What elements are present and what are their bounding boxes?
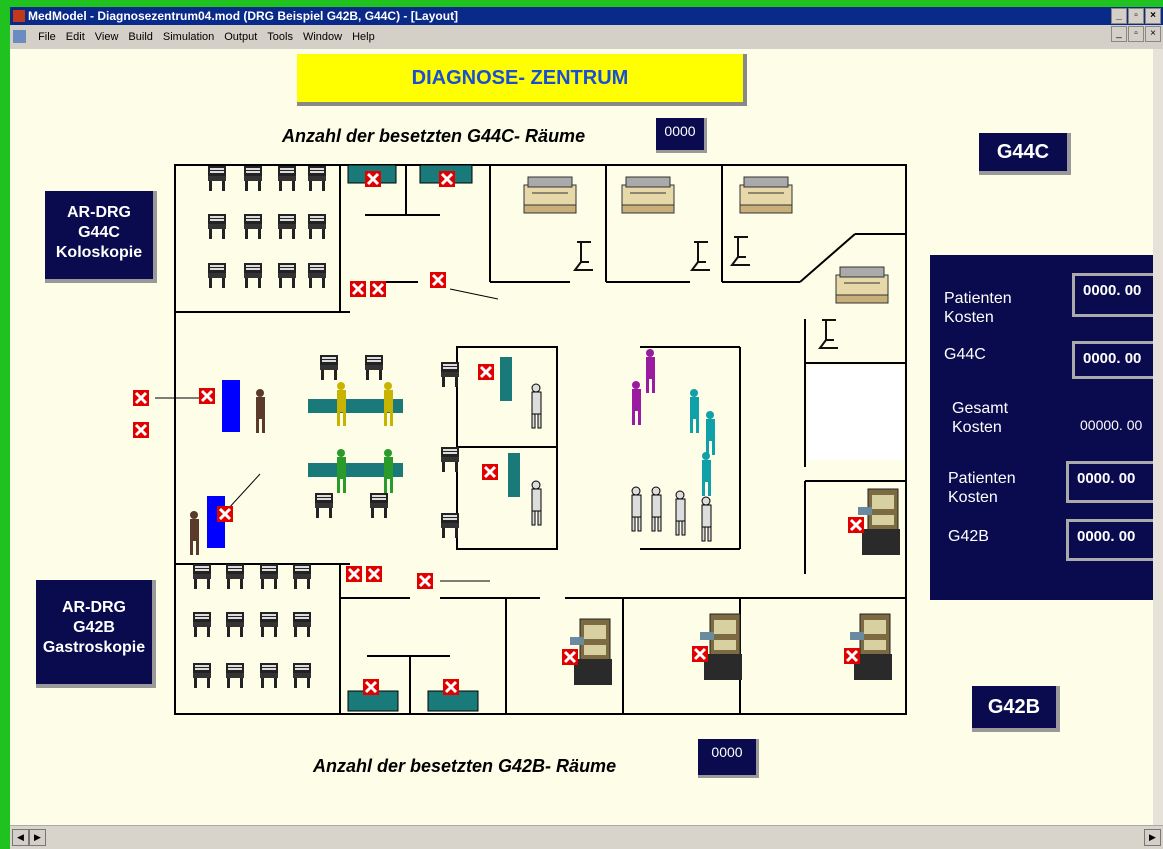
window-controls: _▫× (1110, 8, 1161, 26)
ardrg-g42b-line1: AR-DRG (62, 599, 126, 616)
patienten-kosten-label-1: Patienten Kosten (944, 290, 1012, 326)
menu-simulation[interactable]: Simulation (162, 31, 215, 43)
g42b-cost-label: G42B (948, 528, 989, 545)
doc-close-button[interactable]: × (1145, 26, 1161, 42)
diagnose-zentrum-header: DIAGNOSE- ZENTRUM (297, 54, 747, 106)
doc-minimize-button[interactable]: _ (1111, 26, 1127, 42)
menu-help[interactable]: Help (352, 31, 375, 43)
patienten-kosten-label-2: Patienten Kosten (948, 470, 1016, 506)
g42b-cost-value: 0000. 00 (1066, 519, 1153, 561)
menu-build[interactable]: Build (128, 31, 153, 43)
restore-button[interactable]: ▫ (1128, 8, 1144, 24)
window-titlebar: MedModel - Diagnosezentrum04.mod (DRG Be… (10, 7, 1163, 25)
ardrg-g44c-box: AR-DRG G44C Koloskopie (45, 191, 157, 283)
menu-edit[interactable]: Edit (65, 31, 85, 43)
doc-restore-button[interactable]: ▫ (1128, 26, 1144, 42)
menu-tools[interactable]: Tools (267, 31, 293, 43)
minimize-button[interactable]: _ (1111, 8, 1127, 24)
vertical-scrollbar[interactable] (1153, 49, 1163, 825)
scroll-left-arrow-icon[interactable]: ◀ (12, 829, 29, 846)
menu-bar: File Edit View Build Simulation Output Tools Wi… (10, 25, 1163, 49)
horizontal-scrollbar[interactable]: ◀ ▶ ▶ (10, 825, 1163, 849)
close-button[interactable]: × (1145, 8, 1161, 24)
gesamt-kosten-value: 00000. 00 (1080, 417, 1143, 433)
document-icon[interactable] (13, 30, 26, 43)
ardrg-g44c-line2: G44C (78, 224, 120, 241)
g44c-rooms-label: Anzahl der besetzten G44C- Räume (282, 126, 586, 146)
patienten-kosten-g44c-value: 0000. 00 (1072, 273, 1153, 317)
menu-output[interactable]: Output (224, 31, 258, 43)
cost-info-panel: Patienten Kosten 0000. 00 G44C 0000. 00 … (930, 255, 1153, 600)
g42b-rooms-counter: 0000 (698, 739, 759, 778)
menu-view[interactable]: View (94, 31, 119, 43)
app-icon (13, 10, 25, 22)
ardrg-g42b-box: AR-DRG G42B Gastroskopie (36, 580, 156, 688)
g44c-cost-label: G44C (944, 346, 986, 363)
ardrg-g42b-line2: G42B (73, 619, 115, 636)
document-window-controls: _▫× (1110, 26, 1161, 50)
scroll-right-end-arrow-icon[interactable]: ▶ (1144, 829, 1161, 846)
layout-canvas[interactable]: DIAGNOSE- ZENTRUM Anzahl der besetzten G… (10, 49, 1153, 825)
scroll-right-arrow-icon[interactable]: ▶ (29, 829, 46, 846)
g44c-rooms-counter: 0000 (656, 118, 707, 153)
g44c-tag: G44C (979, 133, 1071, 175)
ardrg-g42b-line3: Gastroskopie (42, 639, 146, 656)
g44c-cost-value: 0000. 00 (1072, 341, 1153, 379)
ardrg-g44c-line3: Koloskopie (55, 244, 143, 261)
menu-file[interactable]: File (38, 31, 56, 43)
ardrg-g44c-line1: AR-DRG (67, 204, 131, 221)
patienten-kosten-g42b-value: 0000. 00 (1066, 461, 1153, 503)
menu-window[interactable]: Window (302, 31, 343, 43)
window-title: MedModel - Diagnosezentrum04.mod (DRG Be… (28, 9, 459, 23)
gesamt-kosten-label: Gesamt Kosten (952, 400, 1009, 436)
g42b-tag: G42B (972, 686, 1060, 732)
g42b-rooms-label: Anzahl der besetzten G42B- Räume (313, 756, 617, 776)
